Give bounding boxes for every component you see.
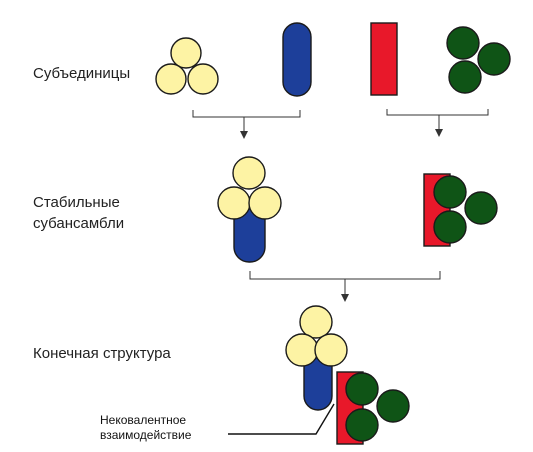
label-noncovalent-line1: Нековалентное xyxy=(100,413,187,427)
label-stable-subassemblies-line1: Стабильные xyxy=(33,194,120,211)
yellow-sphere xyxy=(187,63,219,95)
green-sphere xyxy=(477,42,511,76)
yellow-sphere xyxy=(299,305,333,339)
connector-subassemblies xyxy=(249,271,441,302)
green-sphere xyxy=(433,175,467,209)
green-sphere xyxy=(345,372,379,406)
yellow-sphere xyxy=(155,63,187,95)
green-sphere xyxy=(446,26,480,60)
yellow-sphere xyxy=(248,186,282,220)
green-sphere xyxy=(345,408,379,442)
blue-rod-subunit xyxy=(282,22,312,97)
noncovalent-leader-line xyxy=(228,403,335,435)
green-subunit-trimer xyxy=(446,26,511,94)
label-stable-subassemblies-line2: субансамбли xyxy=(33,215,125,232)
red-green-subassembly xyxy=(423,173,498,247)
green-sphere xyxy=(433,210,467,244)
label-final-structure: Конечная структура xyxy=(33,345,171,362)
final-structure xyxy=(285,305,410,445)
connector-left-pair xyxy=(192,110,301,139)
connector-right-pair xyxy=(386,109,489,137)
yellow-sphere xyxy=(314,333,348,367)
yellow-blue-subassembly xyxy=(217,156,282,263)
red-block-subunit xyxy=(370,22,398,96)
yellow-sphere xyxy=(170,37,202,69)
label-subunits: Субъединицы xyxy=(33,65,131,82)
yellow-sphere xyxy=(232,156,266,190)
green-sphere xyxy=(376,389,410,423)
green-sphere xyxy=(448,60,482,94)
yellow-sphere xyxy=(285,333,319,367)
yellow-subunit-trimer xyxy=(155,37,219,95)
yellow-sphere xyxy=(217,186,251,220)
green-sphere xyxy=(464,191,498,225)
label-noncovalent-line2: взаимодействие xyxy=(100,428,192,442)
